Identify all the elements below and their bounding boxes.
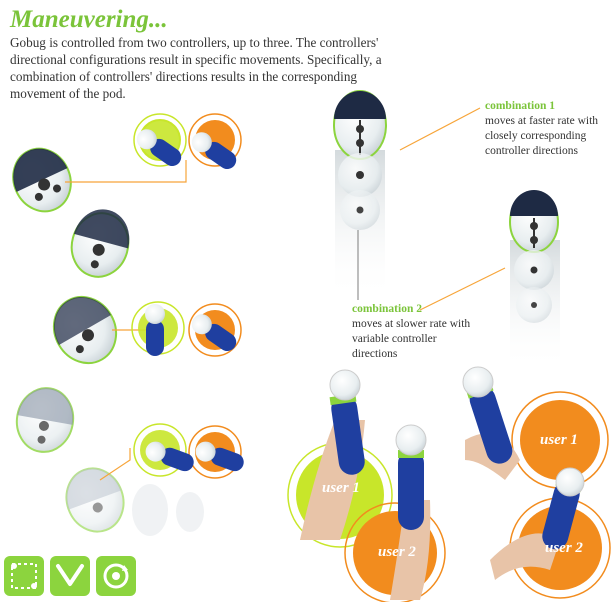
callout-title: combination 1 [485, 100, 555, 112]
controller-pair-3 [133, 423, 244, 479]
user2-label-right: user 2 [545, 540, 583, 556]
path-plan-icon [4, 556, 44, 596]
callout-line-1 [399, 107, 481, 151]
pod-ghost [132, 484, 204, 536]
direction-arrows-icon [50, 556, 90, 596]
hand-controller-4 [490, 467, 585, 580]
icon-strip [4, 556, 136, 596]
pod [52, 295, 118, 365]
rotate-icon [96, 556, 136, 596]
callout-text: moves at faster rate with closely corres… [485, 115, 599, 157]
pod [12, 147, 72, 213]
intro-paragraph: Gobug is controlled from two controllers… [10, 35, 382, 101]
hand-controller-2 [390, 424, 431, 600]
pod [70, 209, 130, 278]
controller-pair-1 [133, 113, 242, 170]
pod-stack-2 [509, 190, 560, 370]
pod [15, 387, 75, 453]
callout-text: moves at slower rate with variable contr… [352, 318, 471, 360]
callout-title: combination 2 [352, 303, 422, 315]
controller-pair-2 [131, 301, 242, 357]
pod-trail-left [12, 147, 204, 536]
user1-label-right: user 1 [540, 432, 578, 448]
pod [65, 467, 125, 533]
callout-line-2 [419, 267, 506, 311]
page-title: Maneuvering... [10, 6, 168, 33]
callout-combination-1: combination 1 moves at faster rate with … [485, 99, 613, 159]
hand-controller-3 [462, 366, 520, 480]
user1-label-left: user 1 [322, 480, 360, 496]
user2-label-left: user 2 [378, 544, 416, 560]
callout-combination-2: combination 2 moves at slower rate with … [352, 302, 482, 362]
hand-controller-1 [300, 369, 365, 540]
pod-stack-1 [333, 90, 387, 300]
